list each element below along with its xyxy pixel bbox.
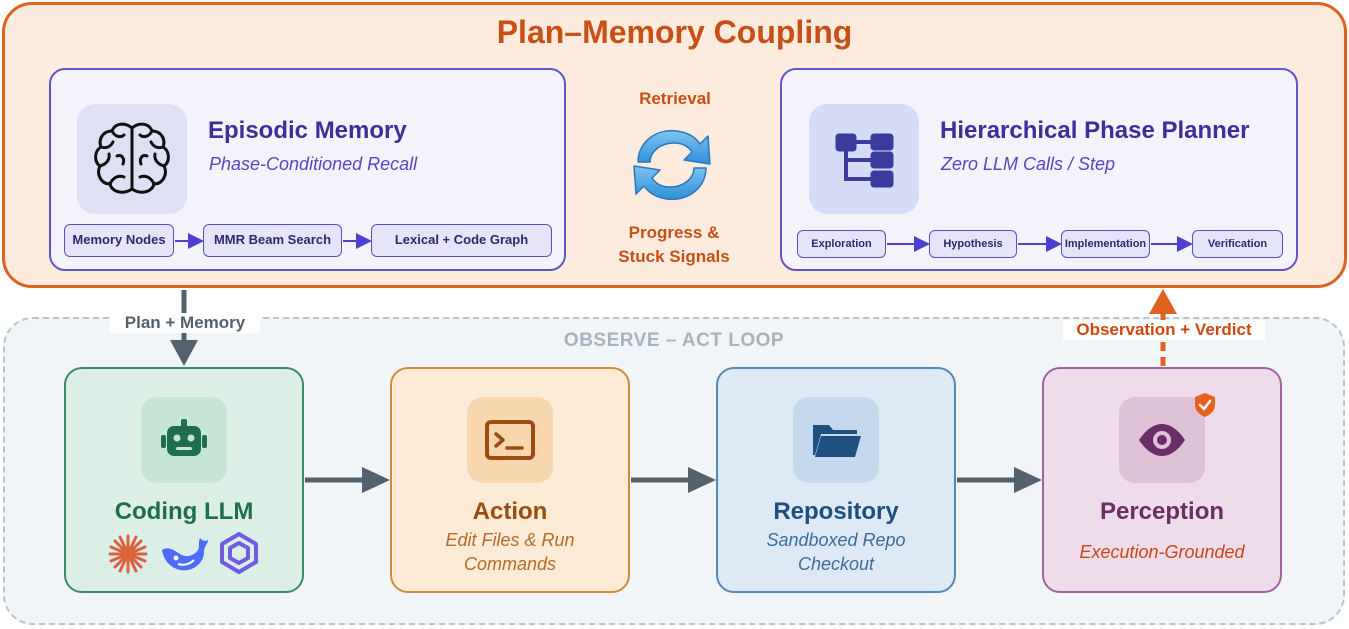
observation-verdict-label: Observation + Verdict [1063, 320, 1265, 340]
coding-llm-title: Coding LLM [114, 498, 254, 525]
phase-planner-subtitle: Zero LLM Calls / Step [941, 154, 1116, 174]
terminal-icon [467, 397, 553, 483]
hierarchy-icon [809, 104, 919, 214]
memory-step-lexical-code-graph: Lexical + Code Graph [371, 224, 552, 257]
progress-signals-line2: Stuck Signals [618, 247, 730, 266]
action-subtitle-line2: Commands [463, 554, 557, 574]
brain-icon [77, 104, 187, 214]
retrieval-label: Retrieval [639, 89, 711, 108]
action-subtitle: Edit Files & Run Commands [390, 528, 630, 576]
phase-verification: Verification [1192, 230, 1283, 258]
folder-icon [793, 397, 879, 483]
shield-check-icon [1192, 391, 1218, 419]
sync-arrows-icon [624, 120, 720, 210]
eye-icon [1119, 397, 1205, 483]
progress-signals-line1: Progress & [628, 223, 720, 242]
repository-subtitle-line2: Checkout [797, 554, 875, 574]
repository-subtitle: Sandboxed Repo Checkout [716, 528, 956, 576]
starburst-logo-icon [104, 532, 152, 576]
phase-hypothesis: Hypothesis [929, 230, 1017, 258]
phase-implementation: Implementation [1061, 230, 1150, 258]
phase-exploration: Exploration [797, 230, 886, 258]
action-title: Action [472, 498, 548, 525]
repository-title: Repository [773, 498, 899, 525]
loop-label: OBSERVE – ACT LOOP [563, 330, 785, 351]
perception-subtitle: Execution-Grounded [1079, 542, 1245, 562]
action-subtitle-line1: Edit Files & Run [445, 530, 575, 550]
coupling-title: Plan–Memory Coupling [496, 14, 853, 50]
hexagon-logo-icon [216, 530, 262, 576]
episodic-memory-title: Episodic Memory [208, 117, 407, 144]
phase-planner-title: Hierarchical Phase Planner [940, 117, 1250, 144]
memory-step-memory-nodes: Memory Nodes [64, 224, 174, 257]
repository-subtitle-line1: Sandboxed Repo [766, 530, 906, 550]
episodic-memory-subtitle: Phase-Conditioned Recall [209, 154, 418, 174]
repo-to-perception-arrowhead [1014, 467, 1042, 493]
plan-memory-label: Plan + Memory [110, 313, 260, 333]
plan-memory-arrowhead [170, 340, 198, 366]
action-to-repo-arrowhead [688, 467, 716, 493]
robot-icon [141, 397, 227, 483]
llm-to-action-arrowhead [362, 467, 390, 493]
whale-logo-icon [158, 532, 210, 576]
perception-title: Perception [1099, 498, 1225, 525]
observation-arrowhead [1149, 289, 1177, 314]
progress-signals-label: Progress & Stuck Signals [585, 221, 763, 269]
memory-step-mmr-beam-search: MMR Beam Search [203, 224, 342, 257]
